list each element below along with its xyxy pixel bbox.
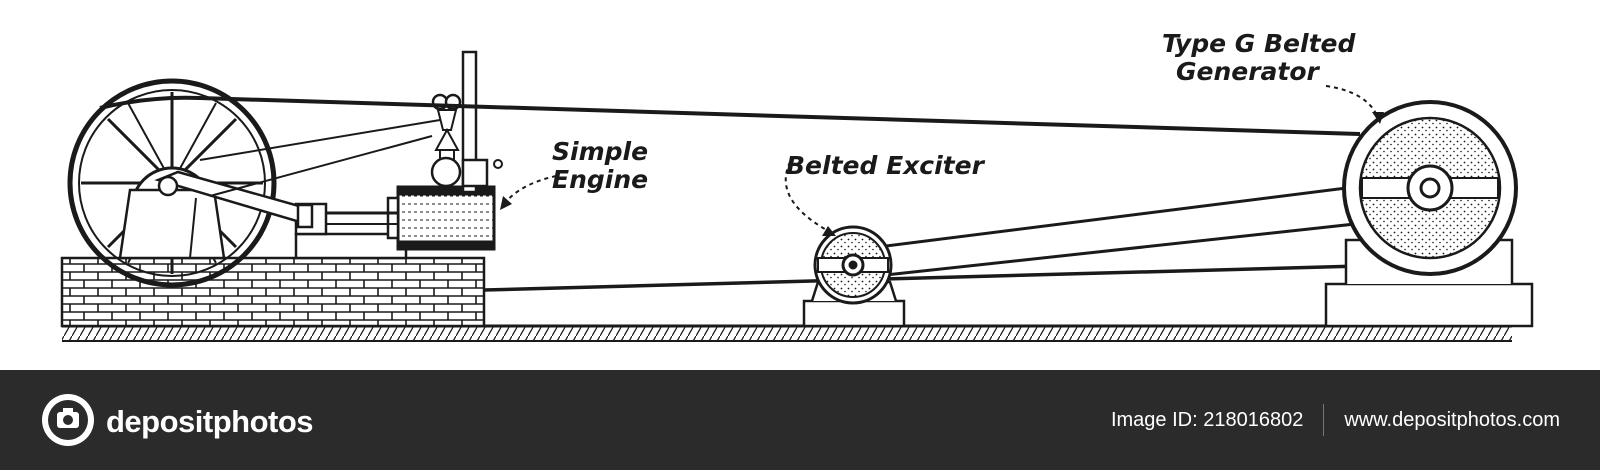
type-g-generator-label: Type G Belted Generator: [1162, 30, 1355, 86]
governor-and-exhaust: [199, 50, 503, 197]
brand-name: depositphotos: [106, 404, 314, 439]
belted-exciter-label: Belted Exciter: [786, 151, 984, 180]
brand[interactable]: depositphotos: [40, 392, 314, 452]
connecting-rod: [154, 170, 314, 229]
exciter-belt: [885, 178, 1411, 277]
footer-info: Image ID: 218016802 www.depositphotos.co…: [1111, 404, 1560, 436]
belted-exciter: [802, 225, 906, 328]
floor: [62, 324, 1512, 342]
simple-engine-label-line2: Engine: [552, 165, 649, 194]
brick-foundation: [60, 256, 486, 328]
footer-divider: [1323, 404, 1325, 436]
website-link[interactable]: www.depositphotos.com: [1344, 408, 1560, 431]
simple-engine-label-line1: Simple: [552, 137, 649, 166]
generator-label-line2: Generator: [1176, 57, 1319, 86]
camera-aperture-logo-icon: [40, 392, 96, 452]
belted-generator-diagram: [60, 50, 1534, 342]
engine-cylinder: [326, 185, 496, 251]
generator-label-line1: Type G Belted: [1162, 29, 1356, 58]
stock-footer-bar: depositphotos Image ID: 218016802 www.de…: [0, 370, 1600, 470]
arrow-heads: [500, 112, 1384, 236]
illustration-canvas: Simple Engine Belted Exciter Type G Belt…: [60, 29, 1534, 342]
simple-engine-label: Simple Engine: [552, 138, 648, 194]
image-id: Image ID: 218016802: [1110, 408, 1304, 431]
main-drive-belt: [99, 95, 1361, 292]
belted-generator: [1324, 100, 1534, 328]
